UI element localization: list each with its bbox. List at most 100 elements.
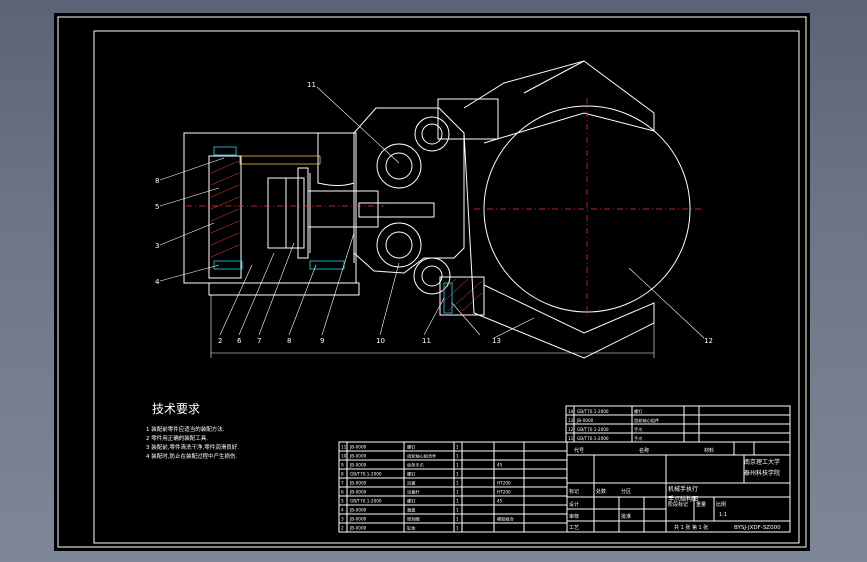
bom-cell-code: JB-0000	[349, 445, 367, 450]
bom-upper-code: JB-0000	[576, 418, 594, 423]
sign-label: 工艺	[569, 525, 579, 531]
callout: 10	[376, 337, 385, 345]
tech-requirements-heading: 技术要求	[152, 402, 200, 416]
title-block: 代号 名称 材料 南京理工大学 泰州科技学院 标记 处数 分区 设计 审核 工艺…	[566, 441, 791, 533]
lower-jaw	[473, 284, 655, 359]
bom-cell-code: JB-0000	[349, 481, 367, 486]
callout: 12	[704, 337, 713, 345]
part-no-header: 代号	[574, 447, 584, 454]
callout: 7	[257, 337, 261, 345]
bom-cell-qty: 1	[456, 526, 459, 531]
bom-cell-code: GB/T70.1-2000	[350, 499, 382, 504]
sheet-label: 共 1 张 第 1 张	[674, 524, 708, 531]
bom-cell-no: 3	[341, 517, 344, 522]
tech-requirement-line: 4 装配时,防止在装配过程中产生损伤.	[146, 452, 237, 460]
bom-cell-name: 螺钉	[407, 471, 416, 478]
bom-cell-note: 45	[497, 463, 503, 468]
rack-bar	[358, 202, 435, 218]
bom-cell-name: 缸体	[407, 525, 416, 532]
tech-requirement-line: 2 零件用正确的装配工具.	[146, 434, 208, 442]
bom-upper-no: 14	[568, 409, 574, 414]
lower-gear-small	[413, 257, 451, 295]
lower-gear	[376, 222, 422, 268]
bom-cell-qty: 1	[456, 445, 459, 450]
bom-cell-note: 橡胶组合	[497, 516, 515, 523]
callout: 11	[307, 81, 316, 89]
sign-label: 审核	[569, 513, 579, 520]
bom-cell-qty: 1	[456, 481, 459, 486]
school-line-1: 南京理工大学	[744, 458, 780, 466]
drawing-number: BYSJ-JXDF-SZ000	[734, 525, 781, 531]
bom-cell-no: 8	[341, 472, 344, 477]
housing-top-block	[437, 98, 499, 140]
bom-cell-no: 9	[341, 463, 344, 468]
bom-cell-name: 密封圈	[407, 516, 420, 523]
callout: 13	[492, 337, 501, 345]
tech-requirement-line: 1 装配前零件应适当的装配方法.	[146, 425, 225, 433]
bom-cell-qty: 1	[456, 508, 459, 513]
stage-label: 阶段标记	[668, 501, 688, 508]
sign-label: 分区	[621, 488, 631, 495]
assembly-view: 11 8 5 3 4 2 6 7 8 9 10 11 13 12	[155, 60, 713, 359]
bracket	[439, 276, 485, 316]
sign-label: 处数	[596, 488, 606, 495]
bom-cell-code: JB-0000	[349, 517, 367, 522]
bom-cell-code: JB-0000	[349, 526, 367, 531]
bom-cell-name: 端盖	[407, 507, 415, 514]
callout: 2	[218, 337, 222, 345]
bom-cell-note: 45	[497, 499, 503, 504]
bom-cell-qty: 1	[456, 499, 459, 504]
tech-requirement-line: 3 装配前,零件清洗干净,零件润滑良好.	[146, 443, 239, 451]
bom-cell-code: JB-0000	[349, 490, 367, 495]
bom-cell-code: JB-0000	[349, 463, 367, 468]
bom-upper-name: 螺钉	[634, 408, 643, 415]
bom-cell-qty: 1	[456, 463, 459, 468]
callout-labels: 11 8 5 3 4 2 6 7 8 9 10 11 13 12	[155, 81, 713, 345]
bom-upper-code: GB/T70.1-2000	[577, 436, 609, 441]
bom-cell-qty: 1	[456, 472, 459, 477]
callout: 4	[155, 278, 160, 286]
scale-value: 1:1	[719, 512, 727, 518]
bom-cell-qty: 1	[456, 517, 459, 522]
sign-label: 批准	[621, 513, 631, 520]
drawing-name-line-1: 机械手执行	[668, 485, 698, 493]
upper-gear-small	[414, 116, 450, 152]
bom-cell-no: 5	[341, 499, 344, 504]
sign-label: 设计	[569, 501, 579, 508]
material-header: 材料	[704, 447, 714, 454]
rod-end-cap	[317, 132, 355, 186]
drawing-canvas: 11 8 5 3 4 2 6 7 8 9 10 11 13 12 技术要求 1 …	[57, 16, 807, 548]
cad-viewport[interactable]: 11 8 5 3 4 2 6 7 8 9 10 11 13 12 技术要求 1 …	[54, 13, 810, 551]
upper-bom-table: 14 GB/T70.1-2000 螺钉 13 JB-0000 齿轮轴心组件 12…	[565, 405, 791, 443]
upper-jaw	[463, 60, 655, 144]
bom-cell-no: 11	[341, 445, 347, 450]
bom-cell-name: 螺钉	[407, 444, 416, 451]
bom-cell-name: 螺钉	[407, 498, 416, 505]
callout: 8	[287, 337, 291, 345]
bom-cell-no: 2	[341, 526, 344, 531]
end-cap-hatching	[210, 160, 240, 258]
bom-cell-qty: 1	[456, 490, 459, 495]
bom-cell-no: 6	[341, 490, 344, 495]
bom-upper-name: 齿轮轴心组件	[634, 417, 659, 424]
bom-cell-name: 齿轮轴心组合件	[407, 453, 436, 460]
school-line-2: 泰州科技学院	[744, 469, 780, 477]
callout: 11	[422, 337, 431, 345]
leader-lines	[159, 86, 705, 339]
bom-upper-no: 12	[568, 427, 574, 432]
bom-cell-no: 4	[341, 508, 344, 513]
bom-cell-note: HT200	[497, 490, 511, 495]
sign-label: 标记	[569, 488, 579, 495]
scale-label: 比例	[716, 501, 726, 508]
bom-upper-code: GB/T70.1-2000	[577, 409, 609, 414]
callout: 6	[237, 337, 242, 345]
sheet-inner-border	[93, 30, 800, 544]
callout: 3	[155, 242, 159, 250]
bom-cell-no: 10	[341, 454, 347, 459]
end-cap	[208, 155, 242, 279]
upper-gear	[376, 143, 422, 189]
bom-cell-code: JB-0000	[349, 508, 367, 513]
bracket-hatching	[441, 278, 483, 312]
bom-cell-code: GB/T70.1-2000	[350, 472, 382, 477]
callout: 9	[320, 337, 324, 345]
